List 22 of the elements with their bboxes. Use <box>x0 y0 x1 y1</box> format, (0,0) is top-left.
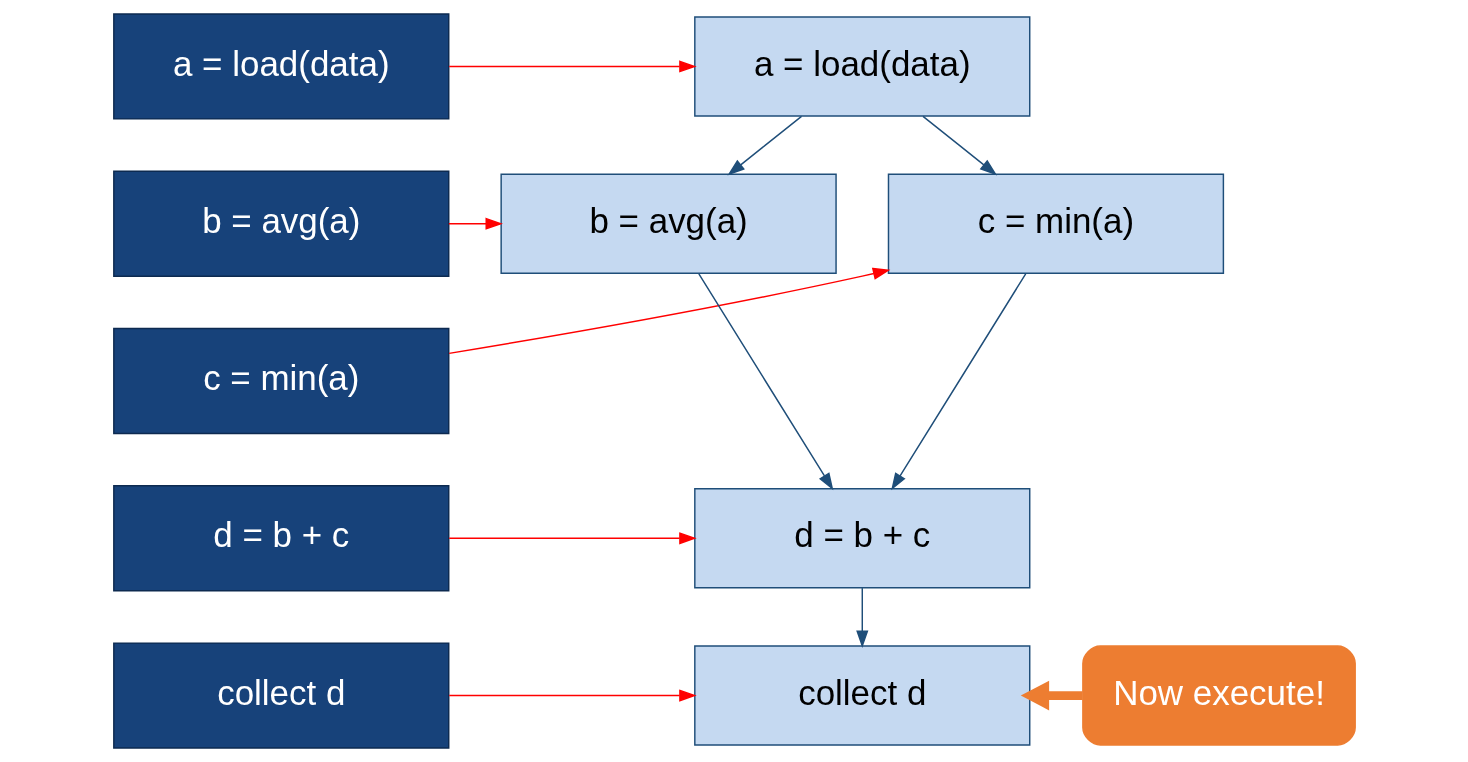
arrow <box>855 587 868 649</box>
node-box: d = b + c <box>112 485 449 592</box>
arrow <box>447 267 890 355</box>
node-box: c = min(a) <box>887 173 1224 274</box>
arrow <box>1020 680 1083 711</box>
arrow <box>448 60 697 73</box>
node-box: a = load(data) <box>112 13 449 120</box>
node-box: a = load(data) <box>693 16 1030 117</box>
arrow <box>448 689 697 702</box>
node-box: b = avg(a) <box>112 170 449 277</box>
node-box: collect d <box>693 645 1030 746</box>
arrow <box>921 115 997 176</box>
node-box: d = b + c <box>693 488 1030 589</box>
arrow <box>726 115 802 176</box>
node-box: collect d <box>112 642 449 749</box>
arrow <box>447 217 503 230</box>
arrow <box>890 273 1026 491</box>
arrow <box>697 273 833 491</box>
node-box: c = min(a) <box>112 327 449 435</box>
node-box: Now execute! <box>1081 645 1356 746</box>
node-box: b = avg(a) <box>499 173 837 274</box>
arrow <box>448 532 697 545</box>
